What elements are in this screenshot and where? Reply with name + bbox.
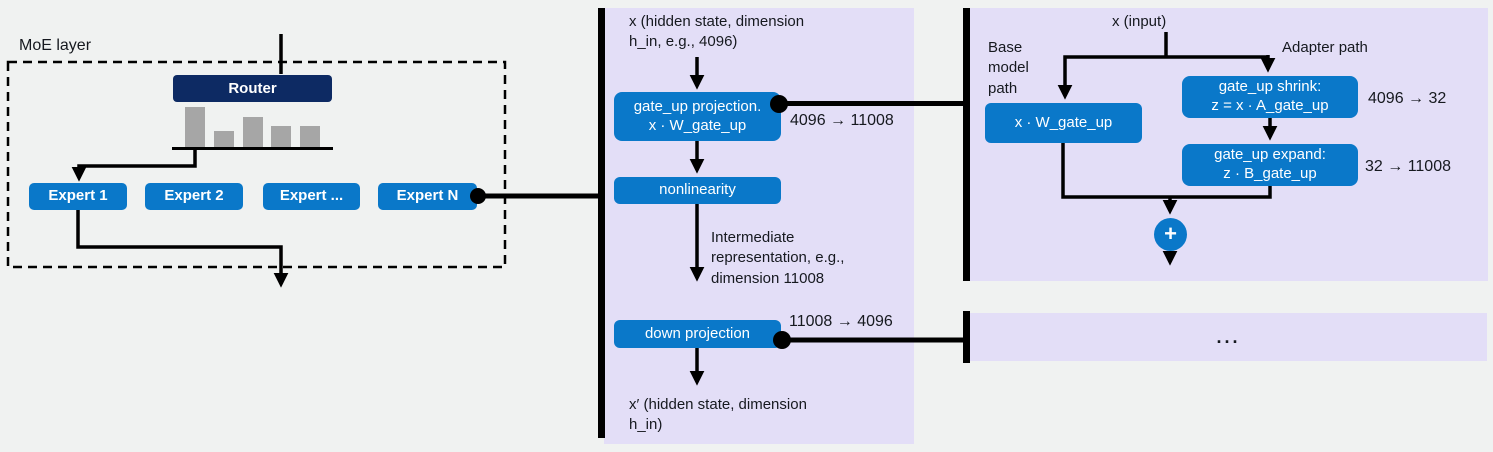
- router-weight-bar: [300, 126, 321, 148]
- router-weight-bar: [271, 126, 292, 148]
- adapter-path-label: Adapter path: [1282, 39, 1368, 56]
- gate-up-shrink-box: gate_up shrink: z = x · A_gate_up: [1182, 76, 1358, 118]
- router-weight-bar: [213, 131, 234, 148]
- intermediate-representation-label: Intermediate representation, e.g., dimen…: [711, 229, 845, 287]
- down-dims-label: 11008 → 4096: [789, 313, 893, 330]
- base-model-path-label: Base model path: [988, 39, 1029, 97]
- plus-icon: +: [1164, 220, 1177, 246]
- add-node: +: [1154, 218, 1187, 251]
- more-experts-panel: ...: [970, 313, 1487, 361]
- expert-2-label: Expert 2: [164, 187, 224, 205]
- expert-1-label: Expert 1: [48, 187, 108, 205]
- expand-dims-label: 32 → 11008: [1365, 158, 1451, 175]
- gate-up-dims-label: 4096 → 11008: [790, 112, 894, 129]
- gate-up-projection-box: gate_up projection. x · W_gate_up: [614, 92, 781, 141]
- expert-detail-panel: [604, 8, 914, 444]
- base-gate-up-box: x · W_gate_up: [985, 103, 1142, 143]
- base-gate-up-label: x · W_gate_up: [1014, 113, 1113, 131]
- gate-up-projection-label: gate_up projection. x · W_gate_up: [633, 97, 762, 134]
- expert1-output-arrow: [76, 210, 289, 288]
- gate-up-expand-label: gate_up expand: z · B_gate_up: [1214, 146, 1326, 182]
- hidden-state-output-label: x′ (hidden state, dimension h_in): [629, 396, 807, 434]
- expert-n-label: Expert N: [396, 187, 459, 205]
- gate-up-shrink-label: gate_up shrink: z = x · A_gate_up: [1211, 78, 1329, 114]
- shrink-dims-label: 4096 → 32: [1368, 90, 1447, 107]
- nonlinearity-box: nonlinearity: [614, 177, 781, 204]
- router-label: Router: [228, 80, 277, 97]
- router-box: Router: [173, 75, 332, 102]
- adapter-input-label: x (input): [1112, 13, 1167, 30]
- more-experts-ellipsis: ...: [1216, 326, 1241, 347]
- expert-etc-label: Expert ...: [279, 187, 344, 205]
- expert-etc-box: Expert ...: [263, 183, 360, 210]
- down-projection-label: down projection: [644, 324, 751, 342]
- router-weight-bar: [242, 117, 263, 148]
- router-weight-bar: [185, 107, 205, 148]
- nonlinearity-label: nonlinearity: [659, 181, 736, 199]
- gate-up-expand-box: gate_up expand: z · B_gate_up: [1182, 144, 1358, 186]
- route-to-expert1-arrow: [71, 150, 197, 182]
- hidden-state-input-label: x (hidden state, dimension h_in, e.g., 4…: [629, 13, 805, 51]
- expert-n-box: Expert N: [378, 183, 477, 210]
- down-projection-box: down projection: [614, 320, 781, 348]
- moe-layer-title: MoE layer: [19, 37, 92, 54]
- expert-2-box: Expert 2: [145, 183, 243, 210]
- expert-1-box: Expert 1: [29, 183, 127, 210]
